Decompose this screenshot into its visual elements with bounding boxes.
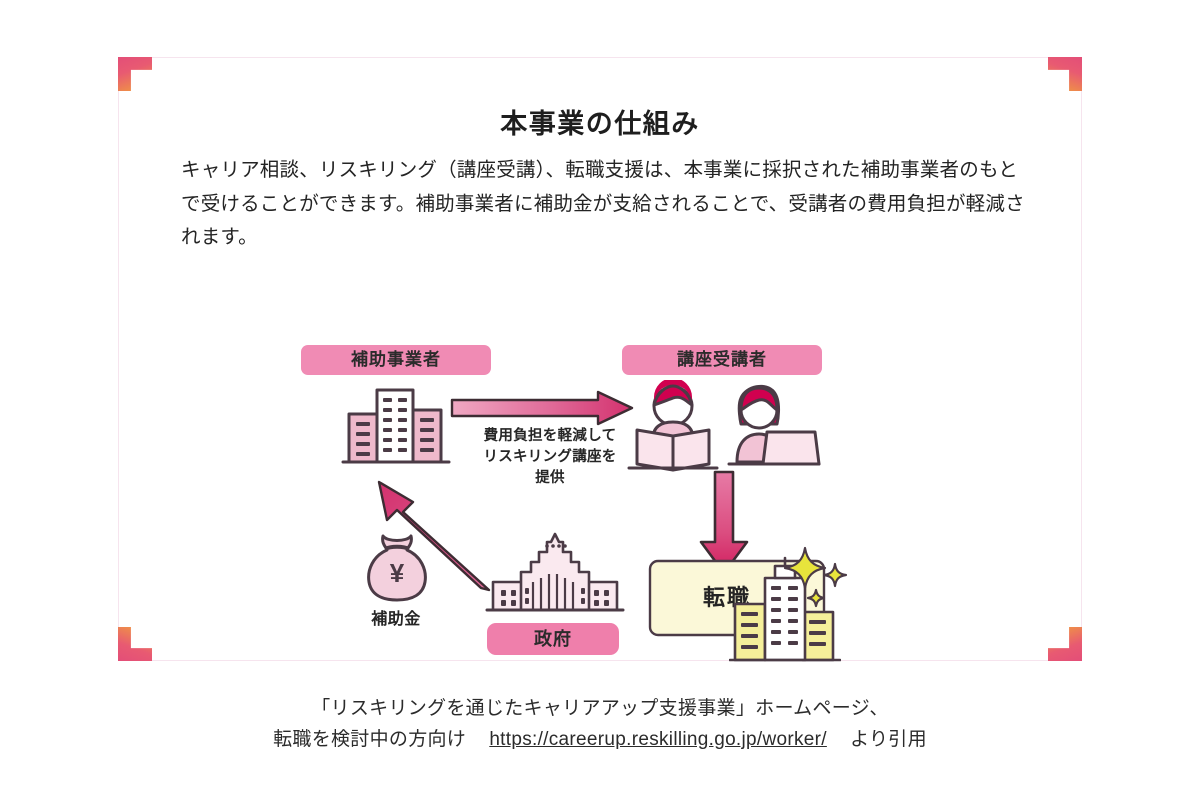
- corner-bracket-top-left-icon: [118, 57, 152, 91]
- label-pill-provider: 補助事業者: [301, 345, 491, 375]
- page-title: 本事業の仕組み: [500, 109, 700, 139]
- money-bag-icon: ¥: [361, 532, 433, 609]
- sparkles-icon: [779, 544, 853, 621]
- subsidy-label: 補助金: [371, 611, 421, 628]
- office-buildings-icon: [341, 384, 451, 473]
- government-building-icon: [485, 530, 625, 625]
- caption-line-2-suffix: より引用: [850, 728, 927, 750]
- source-caption: 「リスキリングを通じたキャリアアップ支援事業」ホームページ、 転職を検討中の方向…: [0, 694, 1200, 756]
- scheme-diagram: 補助事業者 講座受講者 政府: [119, 280, 1083, 662]
- caption-line-2-prefix: 転職を検討中の方向け: [273, 728, 467, 750]
- person-reading-icon: [623, 378, 723, 481]
- arrow-note-line-1: 費用負担を軽減して: [483, 428, 617, 444]
- arrow-note-line-3: 提供: [535, 470, 565, 487]
- source-url-link[interactable]: https://careerup.reskilling.go.jp/worker…: [489, 728, 827, 750]
- arrow-right-icon: [450, 390, 635, 431]
- yen-symbol: ¥: [390, 558, 405, 588]
- label-pill-government: 政府: [487, 623, 619, 655]
- description-text: キャリア相談、リスキリング（講座受講）、転職支援は、本事業に採択された補助事業者…: [181, 159, 1025, 249]
- corner-bracket-top-right-icon: [1048, 57, 1082, 91]
- arrow-note-line-2: リスキリング講座を: [483, 449, 617, 466]
- arrow-diagonal-up-left-icon: [367, 476, 497, 599]
- arrow-note-text: 費用負担を軽減して リスキリング講座を 提供: [455, 426, 645, 489]
- caption-line-2: 転職を検討中の方向け https://careerup.reskilling.g…: [0, 725, 1200, 756]
- city-buildings-icon: [728, 556, 842, 671]
- person-laptop-icon: [719, 380, 823, 481]
- content-card: 本事業の仕組み キャリア相談、リスキリング（講座受講）、転職支援は、本事業に採択…: [118, 57, 1083, 662]
- label-pill-learner: 講座受講者: [622, 345, 822, 375]
- caption-line-1: 「リスキリングを通じたキャリアアップ支援事業」ホームページ、: [311, 698, 889, 719]
- arrow-down-icon: [697, 470, 751, 581]
